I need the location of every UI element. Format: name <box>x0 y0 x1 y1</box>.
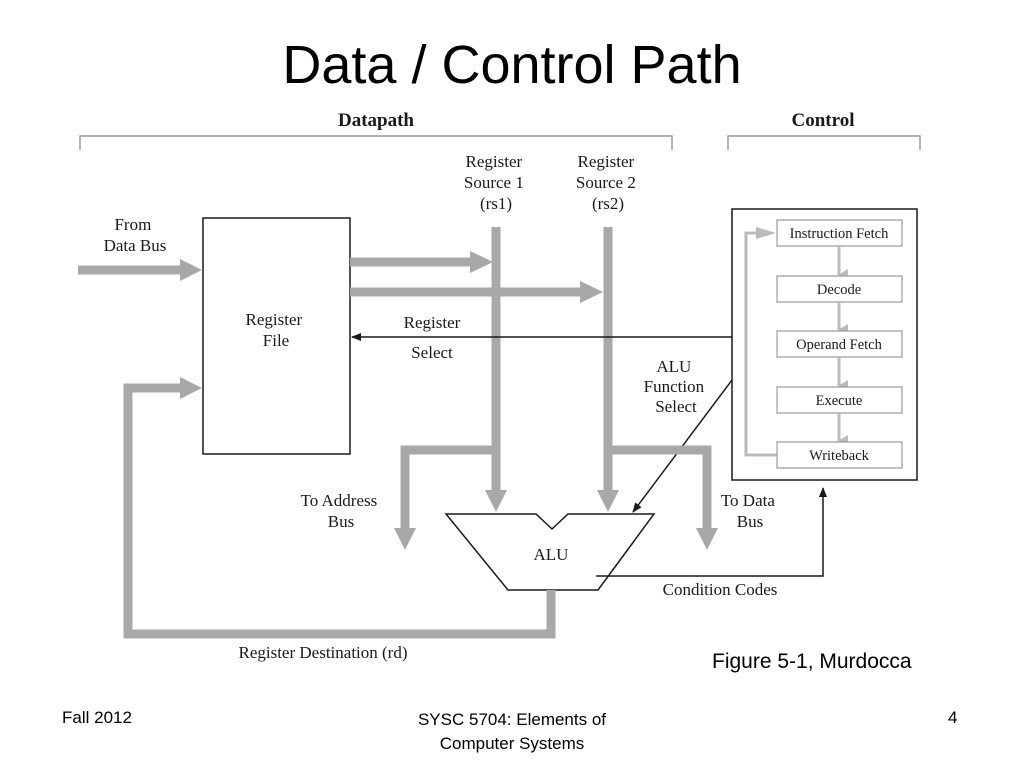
control-step-operand-fetch: Operand Fetch <box>776 330 903 358</box>
register-destination-bus <box>123 377 556 639</box>
control-step-writeback: Writeback <box>776 441 903 469</box>
control-step-label: Decode <box>817 282 861 298</box>
control-step-instruction-fetch: Instruction Fetch <box>776 219 903 247</box>
rs2-label: Register Source 2 (rs2) <box>576 152 640 213</box>
register-file-to-rs2-arrow <box>350 281 603 303</box>
rs1-bus <box>485 227 507 512</box>
register-destination-label: Register Destination (rd) <box>238 643 407 662</box>
footer-date: Fall 2012 <box>62 708 132 727</box>
control-step-decode: Decode <box>776 275 903 303</box>
control-step-execute: Execute <box>776 386 903 414</box>
datapath-control-diagram: Datapath Control From Data Bus Register … <box>78 110 921 662</box>
footer-course: SYSC 5704: Elements of Computer Systems <box>362 708 662 756</box>
condition-codes-line <box>596 487 827 577</box>
register-select-label-line1: Register <box>404 313 461 332</box>
datapath-bracket <box>79 135 673 150</box>
footer-course-line1: SYSC 5704: Elements of <box>417 710 607 729</box>
from-data-bus-arrow <box>78 259 202 281</box>
from-data-bus-label: From Data Bus <box>104 215 167 255</box>
rs1-label: Register Source 1 (rs1) <box>464 152 528 213</box>
control-step-label: Execute <box>816 393 863 409</box>
control-step-label: Instruction Fetch <box>790 226 889 242</box>
to-data-bus-label: To Data Bus <box>721 491 779 531</box>
control-heading: Control <box>792 110 855 131</box>
to-address-bus-label: To Address Bus <box>301 491 382 531</box>
slide-title: Data / Control Path <box>282 35 742 95</box>
register-select-label-line2: Select <box>411 343 453 362</box>
to-address-bus-arrow <box>394 445 496 550</box>
register-file-block <box>202 217 351 455</box>
condition-codes-label: Condition Codes <box>663 580 778 599</box>
register-file-label: Register File <box>246 310 307 350</box>
datapath-heading: Datapath <box>338 110 414 131</box>
control-step-label: Operand Fetch <box>796 337 883 353</box>
alu-label: ALU <box>534 545 569 564</box>
to-data-bus-arrow <box>608 445 718 550</box>
control-step-label: Writeback <box>809 448 870 464</box>
alu-block <box>444 513 656 591</box>
rs2-bus <box>597 227 619 512</box>
figure-caption: Figure 5-1, Murdocca <box>712 650 912 673</box>
alu-function-select-label: ALU Function Select <box>644 357 709 416</box>
page-number: 4 <box>948 708 958 727</box>
control-bracket <box>727 135 921 150</box>
control-loop-back-line <box>744 227 777 457</box>
register-file-to-rs1-arrow <box>350 251 493 273</box>
footer-course-line2: Computer Systems <box>439 734 585 753</box>
